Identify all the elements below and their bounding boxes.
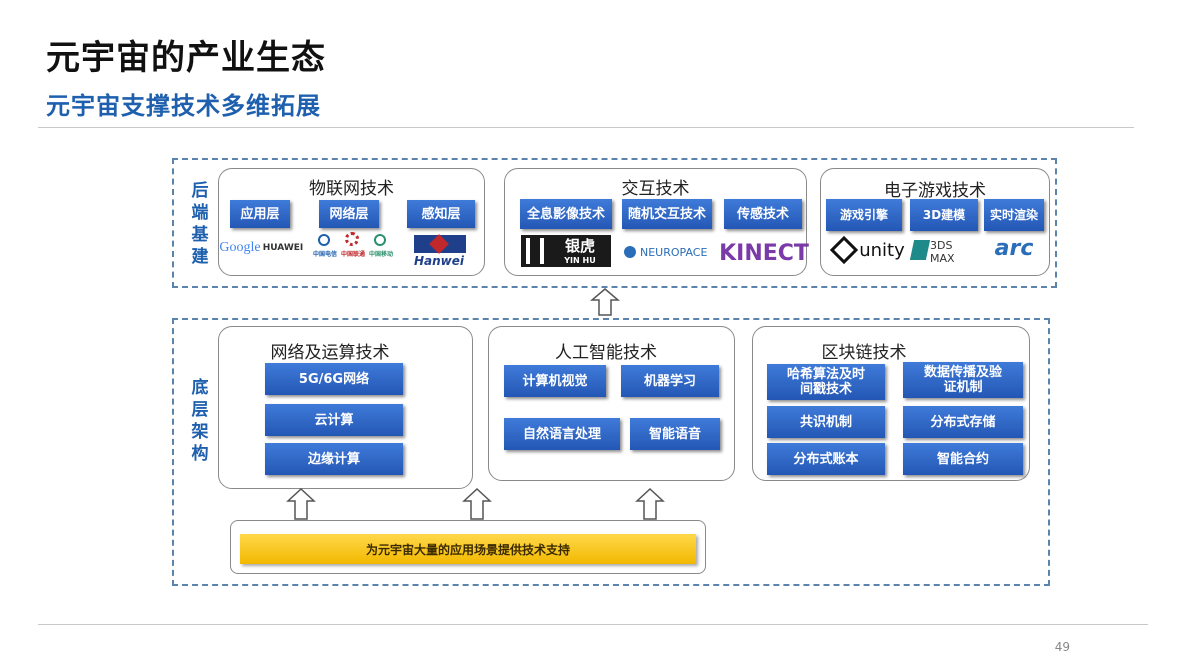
- backend-section: [172, 158, 1057, 288]
- interaction-title: 交互技术: [621, 179, 690, 199]
- support-bar-text: 为元宇宙大量的应用场景提供技术支持: [365, 542, 570, 557]
- holographic-imaging-button[interactable]: 全息影像技术: [520, 199, 612, 229]
- 3d-modeling-button[interactable]: 3D建模: [910, 199, 978, 231]
- consensus-button[interactable]: 共识机制: [767, 406, 885, 438]
- header-divider: [38, 127, 1134, 128]
- footer-divider: [38, 624, 1148, 625]
- china-unicom-logo: 中国联通: [340, 250, 365, 258]
- real-time-rendering-button[interactable]: 实时渲染: [984, 199, 1044, 231]
- game-engine-button[interactable]: 游戏引擎: [826, 199, 902, 231]
- hanwei-logo: Hanwei: [413, 254, 465, 268]
- kinect-logo: KINECT: [719, 240, 809, 266]
- data-propagation-button[interactable]: 数据传播及验证机制: [903, 362, 1023, 398]
- foundation-section: [172, 318, 1050, 586]
- ai-panel: [488, 326, 735, 481]
- neuropace-icon: [624, 246, 636, 258]
- yinhu-logo: 银虎: [564, 236, 595, 255]
- yinhu-logo-latin: YIN HU: [564, 255, 596, 265]
- backend-up-arrow-icon: [590, 288, 620, 316]
- iot-perception-layer-button[interactable]: 感知层: [407, 200, 475, 228]
- gaming-title: 电子游戏技术: [884, 181, 986, 201]
- edge-computing-button[interactable]: 边缘计算: [265, 443, 403, 475]
- ai-up-arrow-icon: [635, 488, 665, 520]
- page-number: 49: [1054, 640, 1070, 654]
- smart-voice-button[interactable]: 智能语音: [630, 418, 720, 450]
- nlp-button[interactable]: 自然语言处理: [504, 418, 620, 450]
- cloud-computing-button[interactable]: 云计算: [265, 404, 403, 436]
- hash-timestamp-button[interactable]: 哈希算法及时间戳技术: [767, 364, 885, 400]
- network-title: 网络及运算技术: [270, 343, 390, 363]
- support-bar: 为元宇宙大量的应用场景提供技术支持: [240, 534, 696, 564]
- network-up-arrow-icon: [286, 488, 316, 520]
- china-mobile-logo: 中国移动: [368, 250, 393, 258]
- china-mobile-icon: [374, 234, 386, 246]
- china-telecom-icon: [318, 234, 330, 246]
- distributed-ledger-button[interactable]: 分布式账本: [767, 443, 885, 475]
- arc-logo: arc: [994, 235, 1034, 261]
- smart-contract-button[interactable]: 智能合约: [903, 443, 1023, 475]
- iot-application-layer-button[interactable]: 应用层: [230, 200, 290, 228]
- neuropace-logo: NEUROPACE: [640, 245, 708, 259]
- ai-title: 人工智能技术: [555, 343, 657, 363]
- foundation-label: 底层架构: [191, 378, 209, 464]
- yinhu-mark-icon: [526, 238, 544, 264]
- google-logo: Google: [219, 240, 261, 255]
- page-title: 元宇宙的产业生态: [46, 38, 326, 78]
- backend-label: 后端基建: [191, 181, 209, 267]
- huawei-logo: HUAWEI: [262, 243, 304, 253]
- computer-vision-button[interactable]: 计算机视觉: [504, 365, 606, 397]
- sensing-tech-button[interactable]: 传感技术: [724, 199, 802, 229]
- 3dsmax-logo: 3DS MAX: [930, 239, 955, 265]
- machine-learning-button[interactable]: 机器学习: [621, 365, 719, 397]
- unity-logo: unity: [859, 239, 905, 261]
- distributed-storage-button[interactable]: 分布式存储: [903, 406, 1023, 438]
- china-telecom-logo: 中国电信: [312, 250, 337, 258]
- blockchain-title: 区块链技术: [821, 343, 907, 363]
- 5g-6g-network-button[interactable]: 5G/6G网络: [265, 363, 403, 395]
- iot-network-layer-button[interactable]: 网络层: [319, 200, 379, 228]
- page-subtitle: 元宇宙支撑技术多维拓展: [46, 92, 321, 120]
- china-unicom-icon: [345, 232, 359, 246]
- iot-title: 物联网技术: [309, 179, 394, 199]
- random-interaction-button[interactable]: 随机交互技术: [622, 199, 712, 229]
- support-up-arrow-icon: [462, 488, 492, 520]
- yinhu-logo-box: [521, 235, 611, 267]
